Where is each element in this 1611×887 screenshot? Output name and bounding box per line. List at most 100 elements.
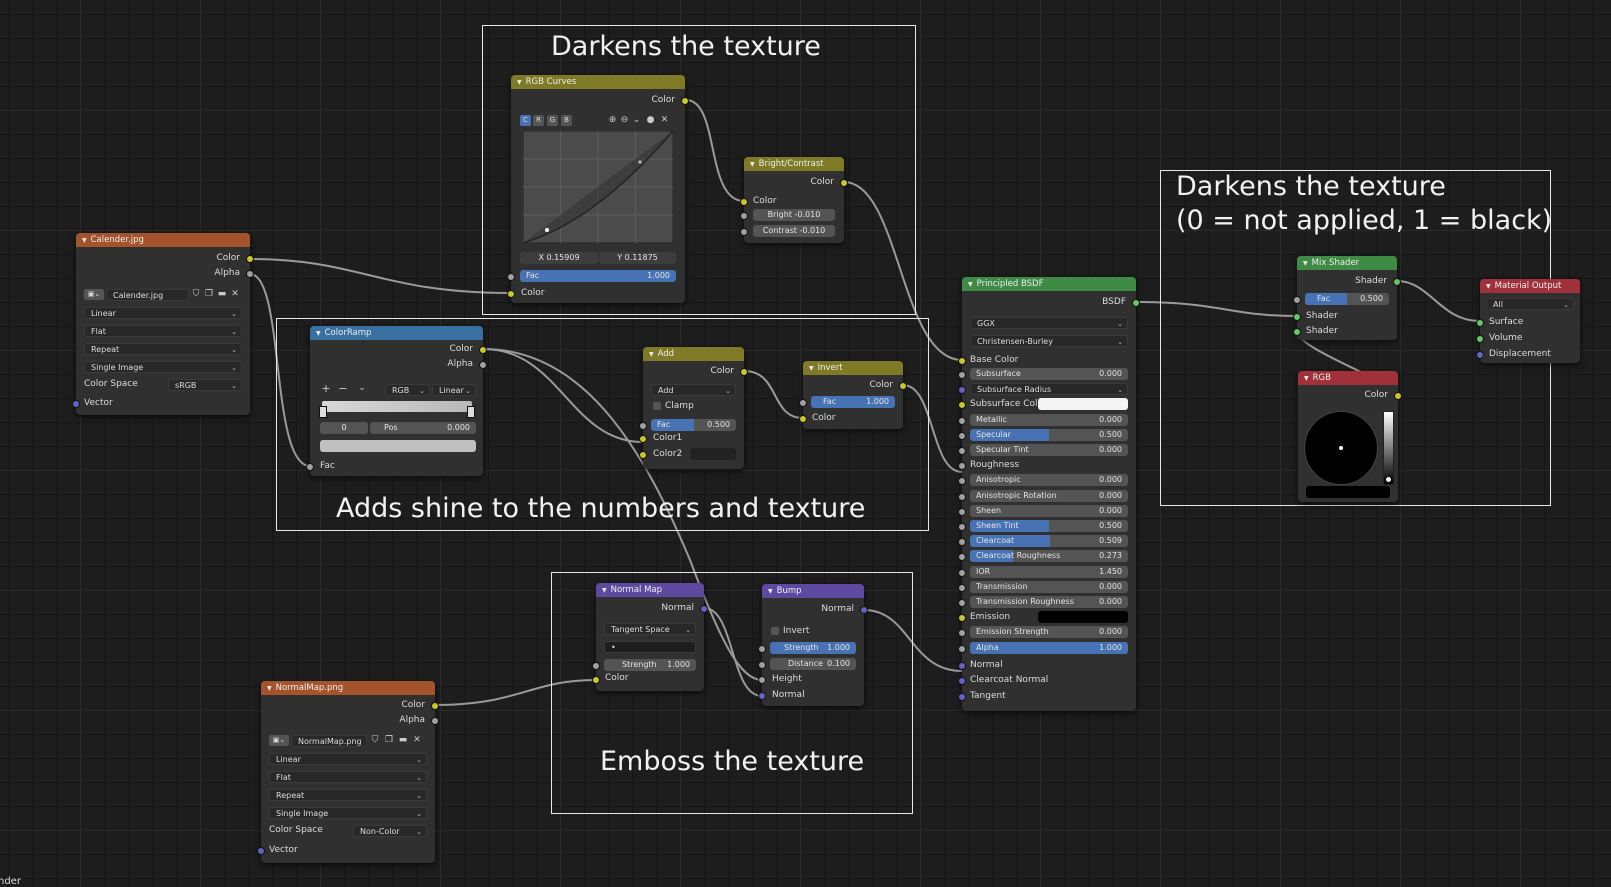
socket-out-alpha[interactable] xyxy=(431,717,439,725)
socket-in-base-color[interactable] xyxy=(958,357,966,365)
node-header[interactable]: ▼RGB xyxy=(1298,371,1398,385)
socket-in-vector[interactable] xyxy=(72,400,80,408)
ramp-stop-left-handle[interactable] xyxy=(319,406,327,418)
open-folder-icon[interactable]: ▬ xyxy=(217,289,227,299)
chevron-down-icon[interactable]: ⌄ xyxy=(358,383,366,393)
socket-in-contrast[interactable] xyxy=(740,228,748,236)
collapse-triangle-icon[interactable]: ▼ xyxy=(82,236,87,244)
collapse-triangle-icon[interactable]: ▼ xyxy=(1303,259,1308,267)
fake-user-shield-icon[interactable]: ⛉ xyxy=(192,289,200,299)
socket-in-normal[interactable] xyxy=(958,662,966,670)
socket-in-transmission-roughness[interactable] xyxy=(958,599,966,607)
socket-in-bright[interactable] xyxy=(740,212,748,220)
node-image-texture-normalmap[interactable]: ▼NormalMap.png Color Alpha ▣⌄ NormalMap.… xyxy=(257,681,439,863)
subsurface-colo-swatch[interactable] xyxy=(1038,398,1128,411)
socket-in-color[interactable] xyxy=(592,676,600,684)
node-header[interactable]: ▼Principled BSDF xyxy=(962,277,1136,291)
frame-adds-shine[interactable] xyxy=(276,318,929,531)
clamp-checkbox[interactable] xyxy=(653,402,661,410)
ramp-interp-select[interactable]: Linear⌄ xyxy=(432,384,476,396)
socket-out-alpha[interactable] xyxy=(246,270,254,278)
fake-user-shield-icon[interactable]: ⛉ xyxy=(371,735,379,745)
extension-select[interactable]: Repeat⌄ xyxy=(84,343,242,355)
value-slider[interactable] xyxy=(1383,411,1394,485)
socket-in-emission-strength[interactable] xyxy=(958,629,966,638)
source-select[interactable]: Single Image⌄ xyxy=(269,807,427,819)
remove-stop-icon[interactable]: − xyxy=(338,382,348,395)
socket-in-height[interactable] xyxy=(758,676,766,684)
socket-in-color1[interactable] xyxy=(639,435,647,443)
socket-in-shader1[interactable] xyxy=(1293,313,1301,321)
channel-c-button[interactable]: C xyxy=(520,115,531,126)
collapse-triangle-icon[interactable]: ▼ xyxy=(316,329,321,337)
clipping-dot-icon[interactable]: ● xyxy=(646,115,655,125)
socket-in-fac[interactable] xyxy=(507,273,515,281)
socket-in-surface[interactable] xyxy=(1476,319,1484,327)
socket-in-sheen[interactable] xyxy=(958,507,966,516)
collapse-triangle-icon[interactable]: ▼ xyxy=(649,350,654,358)
ramp-gradient-bar[interactable] xyxy=(322,401,472,412)
stop-index-field[interactable]: 0 xyxy=(320,422,368,434)
color2-swatch[interactable] xyxy=(690,448,736,460)
socket-out-alpha[interactable] xyxy=(479,361,487,369)
socket-in-vector[interactable] xyxy=(257,847,265,855)
stop-color-swatch[interactable] xyxy=(320,440,476,452)
node-header[interactable]: ▼Bump xyxy=(762,584,864,598)
socket-in-strength[interactable] xyxy=(758,645,766,653)
frame-darkens-curves[interactable] xyxy=(482,25,916,315)
distribution-select[interactable]: GGX⌄ xyxy=(970,317,1128,329)
socket-out-normal[interactable] xyxy=(700,605,708,613)
color-wheel[interactable] xyxy=(1304,411,1378,485)
channel-b-button[interactable]: B xyxy=(561,115,572,126)
node-header[interactable]: ▼Calender.jpg xyxy=(76,233,250,247)
extension-select[interactable]: Repeat⌄ xyxy=(269,789,427,801)
socket-in-clearcoat-normal[interactable] xyxy=(958,677,966,685)
rgb-color-swatch[interactable] xyxy=(1306,486,1390,498)
socket-in-subsurface-colo[interactable] xyxy=(958,401,966,410)
projection-select[interactable]: Flat⌄ xyxy=(269,771,427,783)
collapse-triangle-icon[interactable]: ▼ xyxy=(1304,374,1309,382)
unlink-x-icon[interactable]: ✕ xyxy=(413,735,421,745)
socket-in-color2[interactable] xyxy=(639,451,647,459)
render-target-select[interactable]: All⌄ xyxy=(1486,298,1574,310)
socket-in-displacement[interactable] xyxy=(1476,351,1484,359)
subsurface-radius-select[interactable]: Subsurface Radius⌄ xyxy=(970,383,1128,396)
socket-out-color[interactable] xyxy=(840,179,848,187)
curve-graph[interactable] xyxy=(523,131,673,243)
collapse-triangle-icon[interactable]: ▼ xyxy=(267,684,272,692)
frame-emboss[interactable] xyxy=(551,572,913,814)
collapse-triangle-icon[interactable]: ▼ xyxy=(517,78,522,86)
socket-in-metallic[interactable] xyxy=(958,416,966,425)
image-browse-icon[interactable]: ▣⌄ xyxy=(84,289,104,300)
uv-map-field[interactable]: • xyxy=(604,641,696,653)
duplicate-image-icon[interactable]: ❐ xyxy=(204,289,214,299)
emission-swatch[interactable] xyxy=(1038,611,1128,624)
socket-in-color[interactable] xyxy=(740,198,748,206)
node-header[interactable]: ▼ColorRamp xyxy=(310,326,483,340)
socket-in-fac[interactable] xyxy=(306,463,314,471)
channel-g-button[interactable]: G xyxy=(547,115,558,126)
close-icon[interactable]: ✕ xyxy=(660,115,669,125)
node-material-output[interactable]: ▼Material Output All⌄ Surface Volume Dis… xyxy=(1476,279,1580,363)
socket-in-fac[interactable] xyxy=(639,422,647,430)
socket-out-shader[interactable] xyxy=(1393,278,1401,286)
interpolation-select[interactable]: Linear⌄ xyxy=(84,307,242,319)
collapse-triangle-icon[interactable]: ▼ xyxy=(1486,282,1491,290)
socket-in-volume[interactable] xyxy=(1476,335,1484,343)
subsurface-method-select[interactable]: Christensen-Burley⌄ xyxy=(970,335,1128,347)
